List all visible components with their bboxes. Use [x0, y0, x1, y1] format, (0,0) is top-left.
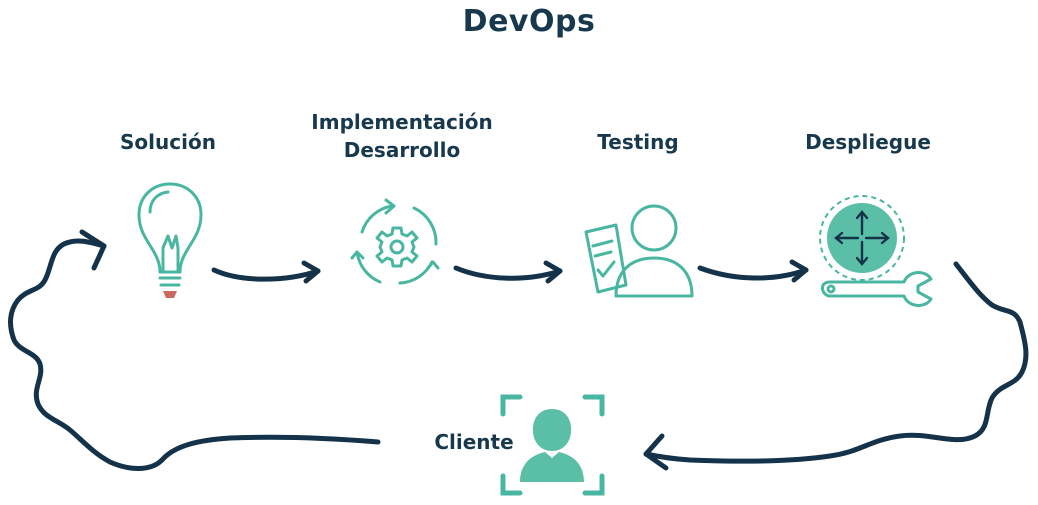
stage-label-implementacion-line2: Desarrollo [343, 138, 461, 162]
tester-checklist-icon [584, 204, 694, 298]
stage-label-despliegue-line: Despliegue [805, 130, 931, 154]
stage-label-implementacion: Implementación Desarrollo [294, 108, 510, 164]
lightbulb-icon [137, 182, 203, 298]
flow-arrow-implementacion-to-testing [453, 260, 563, 284]
stage-label-despliegue: Despliegue [790, 128, 946, 156]
flow-path-despliegue-to-cliente [643, 261, 1029, 471]
client-user-icon [500, 394, 605, 496]
stage-label-testing: Testing [578, 128, 698, 156]
flow-path-cliente-to-solucion [8, 229, 381, 471]
stage-label-solucion: Solución [98, 128, 238, 156]
client-label-text: Cliente [434, 430, 514, 454]
client-label: Cliente [424, 428, 524, 456]
deploy-wrench-icon [819, 195, 933, 307]
stage-label-implementacion-line1: Implementación [311, 110, 493, 134]
stage-label-solucion-line: Solución [120, 130, 216, 154]
stage-label-testing-line: Testing [597, 130, 679, 154]
diagram-title: DevOps [462, 4, 596, 39]
flow-arrow-testing-to-despliegue [697, 259, 809, 283]
flow-arrow-solucion-to-implementacion [211, 260, 321, 284]
gear-cycle-icon [350, 198, 440, 285]
